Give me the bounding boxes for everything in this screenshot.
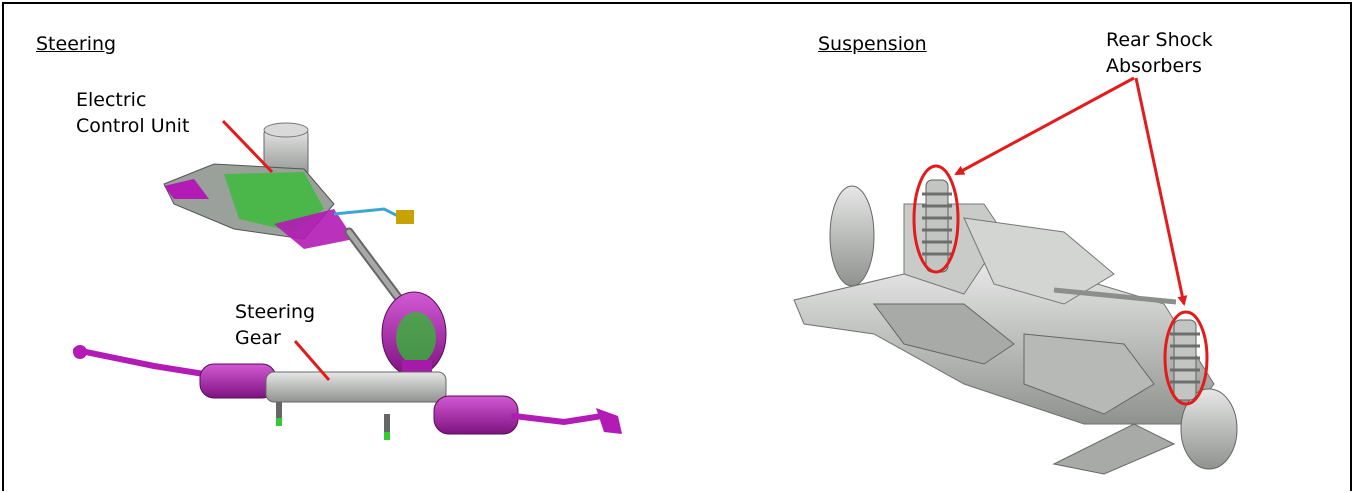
right-brake-disc	[1181, 389, 1237, 469]
left-shock-absorber	[922, 180, 952, 272]
right-shock-arrow	[1136, 78, 1184, 304]
left-brake-disc	[830, 186, 874, 286]
steering-assembly	[73, 121, 622, 440]
right-shock-absorber	[1170, 320, 1200, 400]
steering-rack	[73, 345, 622, 440]
steering-column	[164, 123, 414, 249]
left-shock-arrow	[956, 78, 1134, 174]
suspension-assembly	[794, 78, 1237, 474]
diagram-artwork	[4, 4, 1350, 493]
